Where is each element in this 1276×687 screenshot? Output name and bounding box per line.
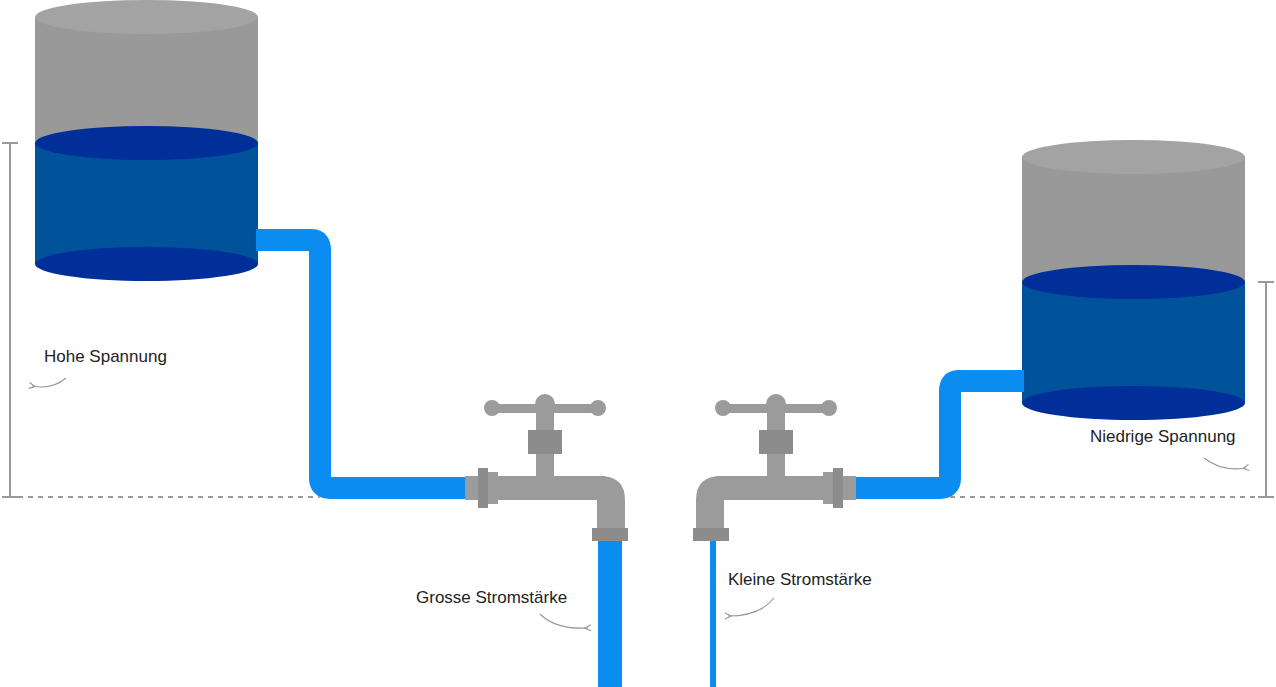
low-tank [1022,140,1245,420]
height-bracket [2,143,1274,497]
callout-label: Kleine Stromstärke [726,570,874,590]
reference-line [18,496,1258,498]
high-tank [35,0,258,281]
tap [465,394,628,541]
large-stream [598,541,622,687]
callout-label: Grosse Stromstärke [414,588,569,608]
callout-label: Hohe Spannung [42,347,169,367]
small-stream [710,541,716,687]
leader-arrow [32,378,1246,628]
pipe [850,381,1024,488]
pipe [256,240,470,488]
tap [693,394,856,541]
callout-label: Niedrige Spannung [1088,427,1238,447]
